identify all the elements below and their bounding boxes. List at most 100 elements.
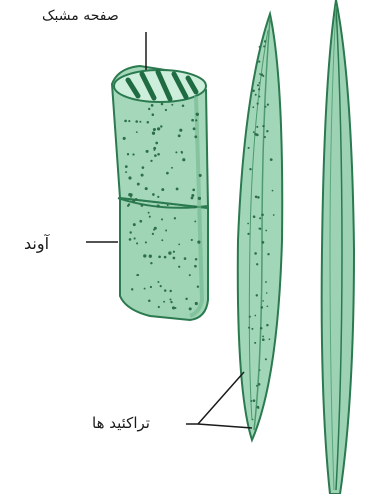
tracheids-label: تراکئید ها — [92, 414, 150, 432]
vessel-pit — [191, 239, 193, 241]
vessel-pit — [169, 290, 171, 292]
perforation-plate-label: صفحه مشبک — [42, 8, 119, 24]
tracheid-pit — [252, 419, 254, 421]
vessel-pit — [184, 257, 187, 260]
tracheid-pit — [249, 168, 251, 170]
tracheid-pit — [257, 103, 259, 105]
vessel-pit — [157, 153, 160, 156]
tracheid-pit — [253, 131, 255, 133]
tracheid-pit — [247, 233, 249, 235]
tracheid-pit — [259, 46, 261, 48]
vessel-pit — [133, 223, 136, 226]
tracheid-pit — [261, 306, 264, 309]
vessel-pit — [194, 220, 196, 222]
tracheid-pit — [267, 253, 269, 255]
vessel-pit — [145, 241, 147, 243]
vessel-pit — [128, 120, 130, 122]
vessel-pit — [171, 167, 173, 169]
vessel-pit — [151, 104, 154, 107]
vessel-pit — [174, 217, 176, 219]
vessel-pit — [193, 205, 196, 208]
vessel-pit — [189, 274, 191, 276]
tracheid-pit — [254, 252, 257, 255]
tracheid-pit — [256, 263, 258, 265]
vessel-pit — [125, 171, 127, 173]
vessel-pit — [129, 238, 132, 241]
vessel-pit — [155, 142, 158, 145]
tracheid-pit — [264, 136, 266, 138]
vessel-pit — [136, 131, 138, 133]
tracheid-pit — [258, 383, 261, 386]
vessel-pit — [148, 108, 150, 110]
tracheid-pit — [270, 158, 273, 161]
vessel-pit — [141, 204, 144, 207]
tracheid-pit — [261, 213, 264, 216]
tracheid-pit — [260, 327, 263, 330]
vessel-pit — [137, 183, 140, 186]
tracheid-pit — [254, 342, 256, 344]
vessel-pit — [161, 218, 163, 220]
vessel-pit — [150, 286, 152, 288]
vessel-pit — [158, 255, 161, 258]
vessel-pit — [142, 166, 145, 169]
vessel-pit — [161, 239, 163, 241]
vessel-pit — [169, 298, 171, 300]
tracheid-pit — [262, 335, 264, 337]
vessel-pit — [139, 121, 141, 123]
tracheid-pit — [264, 40, 266, 42]
vessel-pit — [160, 285, 162, 287]
vessel-pit — [174, 307, 176, 309]
tracheid-pit — [258, 61, 260, 63]
tracheid-pit — [257, 196, 260, 199]
vessel-pit — [152, 113, 155, 116]
vessel-pit — [147, 121, 150, 124]
vessel-pit — [185, 298, 187, 300]
tracheid-pit — [266, 292, 268, 294]
vessel-pit — [178, 134, 181, 137]
vessel-pit — [143, 254, 146, 257]
vessel-pit — [137, 274, 139, 276]
vessel-pit — [123, 137, 126, 140]
vessel-pit — [178, 243, 180, 245]
vessel-pit — [194, 135, 197, 138]
vessel-pit — [196, 113, 199, 116]
tracheid-pit — [249, 316, 251, 318]
vessel-pit — [173, 257, 176, 260]
vessel-pit — [195, 119, 197, 121]
vessel-pit — [153, 229, 155, 231]
tracheid-pit — [272, 190, 274, 192]
tracheid-pit — [252, 106, 254, 108]
vessel-pit — [135, 198, 138, 201]
vessel-pit — [167, 204, 169, 206]
vessel-pit — [170, 301, 172, 303]
vessel-pit — [191, 119, 194, 122]
vessel-pit — [173, 251, 175, 253]
tracheid-pit — [265, 106, 267, 108]
vessel-pit — [192, 189, 195, 192]
vessel-pit — [128, 176, 131, 179]
vessel-pit — [197, 241, 200, 244]
vessel-pit — [154, 154, 157, 157]
tracheid-pit — [255, 94, 257, 96]
leader-tracheid-2 — [198, 424, 252, 428]
vessel-pit — [152, 233, 154, 235]
vessel-pit — [179, 129, 182, 132]
vessel-pit — [160, 125, 162, 127]
tracheid-pit — [258, 96, 260, 98]
tracheid-pit — [257, 84, 259, 86]
vessel-pit — [136, 242, 138, 244]
vessel-pit — [139, 220, 142, 223]
vessel-pit — [181, 151, 183, 153]
tracheid-pit — [265, 281, 267, 283]
tracheid-pit — [255, 196, 258, 199]
vessel-pit — [161, 188, 164, 191]
vessel-pit — [146, 150, 149, 153]
vessel-pit — [129, 231, 131, 233]
tracheid-pit — [256, 294, 258, 296]
vessel-pit — [157, 127, 160, 130]
tracheid-pit — [256, 126, 258, 128]
tracheid-pit — [248, 147, 250, 149]
tracheid-pit — [252, 90, 255, 93]
vessel-pit — [132, 153, 134, 155]
